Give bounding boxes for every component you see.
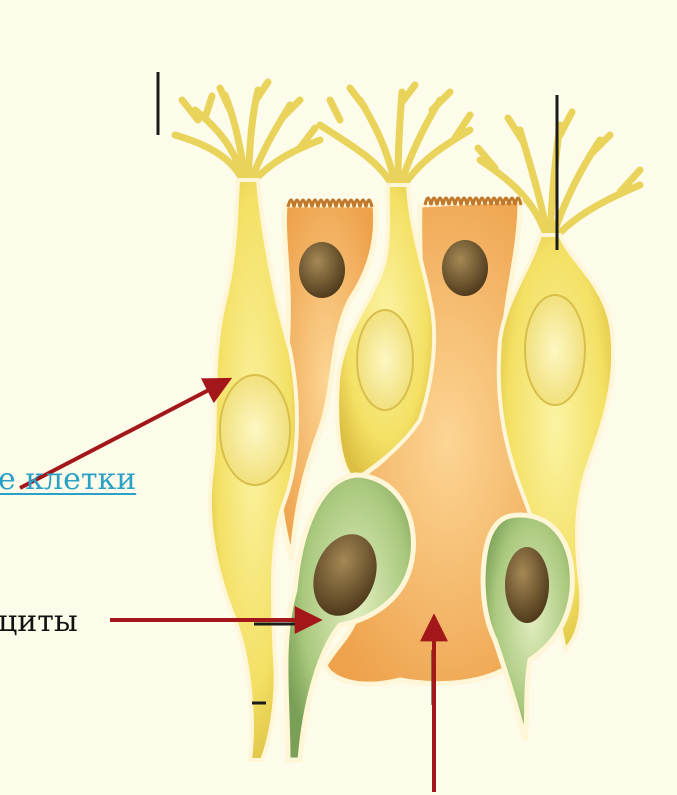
receptor-nucleus-central <box>442 240 488 296</box>
receptor-nucleus-left <box>299 242 345 298</box>
supporting-cell-nucleus <box>525 295 585 405</box>
supporting-cell-nucleus <box>357 310 413 410</box>
basal-nucleus-right <box>505 547 549 623</box>
supporting-cell-nucleus <box>220 375 290 485</box>
basal-cell-right <box>483 515 572 740</box>
sensory-cells-label: циты <box>0 604 78 639</box>
supporting-cells-link[interactable]: е клетки <box>0 462 136 497</box>
